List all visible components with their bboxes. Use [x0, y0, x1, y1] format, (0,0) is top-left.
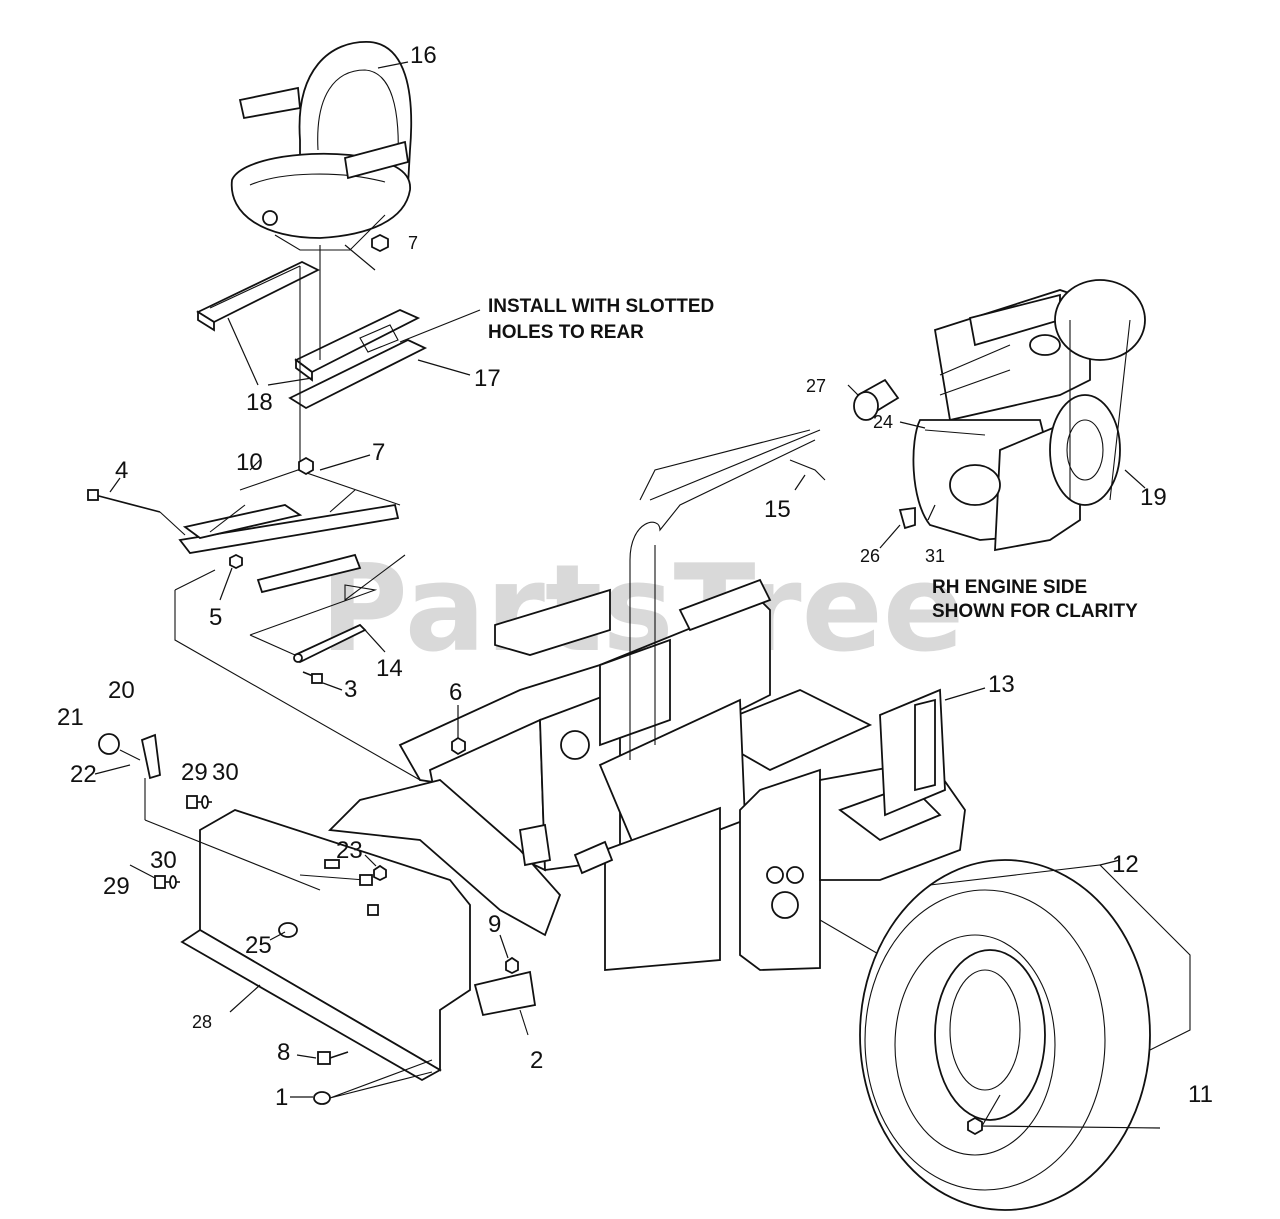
callout-27[interactable]: 27 — [806, 376, 826, 396]
seat-rails[interactable] — [196, 245, 428, 470]
callout-29-upper[interactable]: 29 — [181, 759, 208, 786]
callout-19[interactable]: 19 — [1140, 484, 1167, 511]
callout-31[interactable]: 31 — [925, 546, 945, 566]
callout-13[interactable]: 13 — [988, 671, 1015, 698]
callout-23[interactable]: 23 — [336, 837, 363, 864]
callout-18[interactable]: 18 — [246, 389, 273, 416]
callout-7-top[interactable]: 7 — [408, 233, 418, 253]
callout-1[interactable]: 1 — [275, 1084, 288, 1111]
callout-26[interactable]: 26 — [860, 546, 880, 566]
callout-28[interactable]: 28 — [192, 1012, 212, 1032]
main-frame[interactable] — [328, 429, 966, 971]
engine-assembly[interactable] — [898, 279, 1146, 552]
callout-30-upper[interactable]: 30 — [212, 759, 239, 786]
cable-15[interactable] — [639, 429, 826, 501]
callout-6[interactable]: 6 — [449, 679, 462, 706]
callout-4[interactable]: 4 — [115, 457, 128, 484]
callout-16[interactable]: 16 — [410, 42, 437, 69]
callout-3[interactable]: 3 — [344, 676, 357, 703]
note-engine-line1: RH ENGINE SIDE — [932, 577, 1087, 598]
callout-20[interactable]: 20 — [108, 677, 135, 704]
callout-25[interactable]: 25 — [245, 932, 272, 959]
note-slotted-line1: INSTALL WITH SLOTTED — [488, 296, 714, 317]
callout-29-lower[interactable]: 29 — [103, 873, 130, 900]
note-engine-line2: SHOWN FOR CLARITY — [932, 601, 1138, 622]
seat-plate[interactable] — [178, 456, 401, 594]
plug-1[interactable] — [313, 1091, 331, 1105]
control-panel-28[interactable] — [180, 809, 471, 1082]
callout-21[interactable]: 21 — [57, 704, 84, 731]
bolt-4[interactable] — [87, 489, 161, 513]
callout-2[interactable]: 2 — [530, 1047, 543, 1074]
callout-5[interactable]: 5 — [209, 604, 222, 631]
callout-30-lower[interactable]: 30 — [150, 847, 177, 874]
bolt-3[interactable] — [302, 671, 323, 684]
seat-assembly[interactable] — [230, 41, 413, 251]
callout-14[interactable]: 14 — [376, 655, 403, 682]
callout-10[interactable]: 10 — [236, 449, 263, 476]
bracket-2[interactable] — [473, 970, 537, 1036]
note-slotted-line2: HOLES TO REAR — [488, 322, 644, 343]
callout-8[interactable]: 8 — [277, 1039, 290, 1066]
nut-9[interactable] — [505, 956, 519, 975]
callout-7-mid[interactable]: 7 — [372, 439, 385, 466]
callout-24[interactable]: 24 — [873, 412, 893, 432]
callout-9[interactable]: 9 — [488, 911, 501, 938]
nut-7-top[interactable] — [371, 233, 389, 253]
rear-wheel[interactable] — [859, 859, 1151, 1211]
callout-11[interactable]: 11 — [1188, 1081, 1213, 1108]
switch-20[interactable] — [140, 733, 321, 891]
callout-17[interactable]: 17 — [474, 365, 501, 392]
lug-nut-11[interactable] — [967, 1116, 983, 1136]
callout-15[interactable]: 15 — [764, 496, 791, 523]
nut-5[interactable] — [229, 553, 243, 570]
bolt-8[interactable] — [317, 1051, 349, 1065]
air-filter-27[interactable] — [853, 378, 900, 421]
callout-22[interactable]: 22 — [70, 761, 97, 788]
knob-21[interactable] — [98, 733, 120, 755]
callout-12[interactable]: 12 — [1112, 851, 1139, 878]
